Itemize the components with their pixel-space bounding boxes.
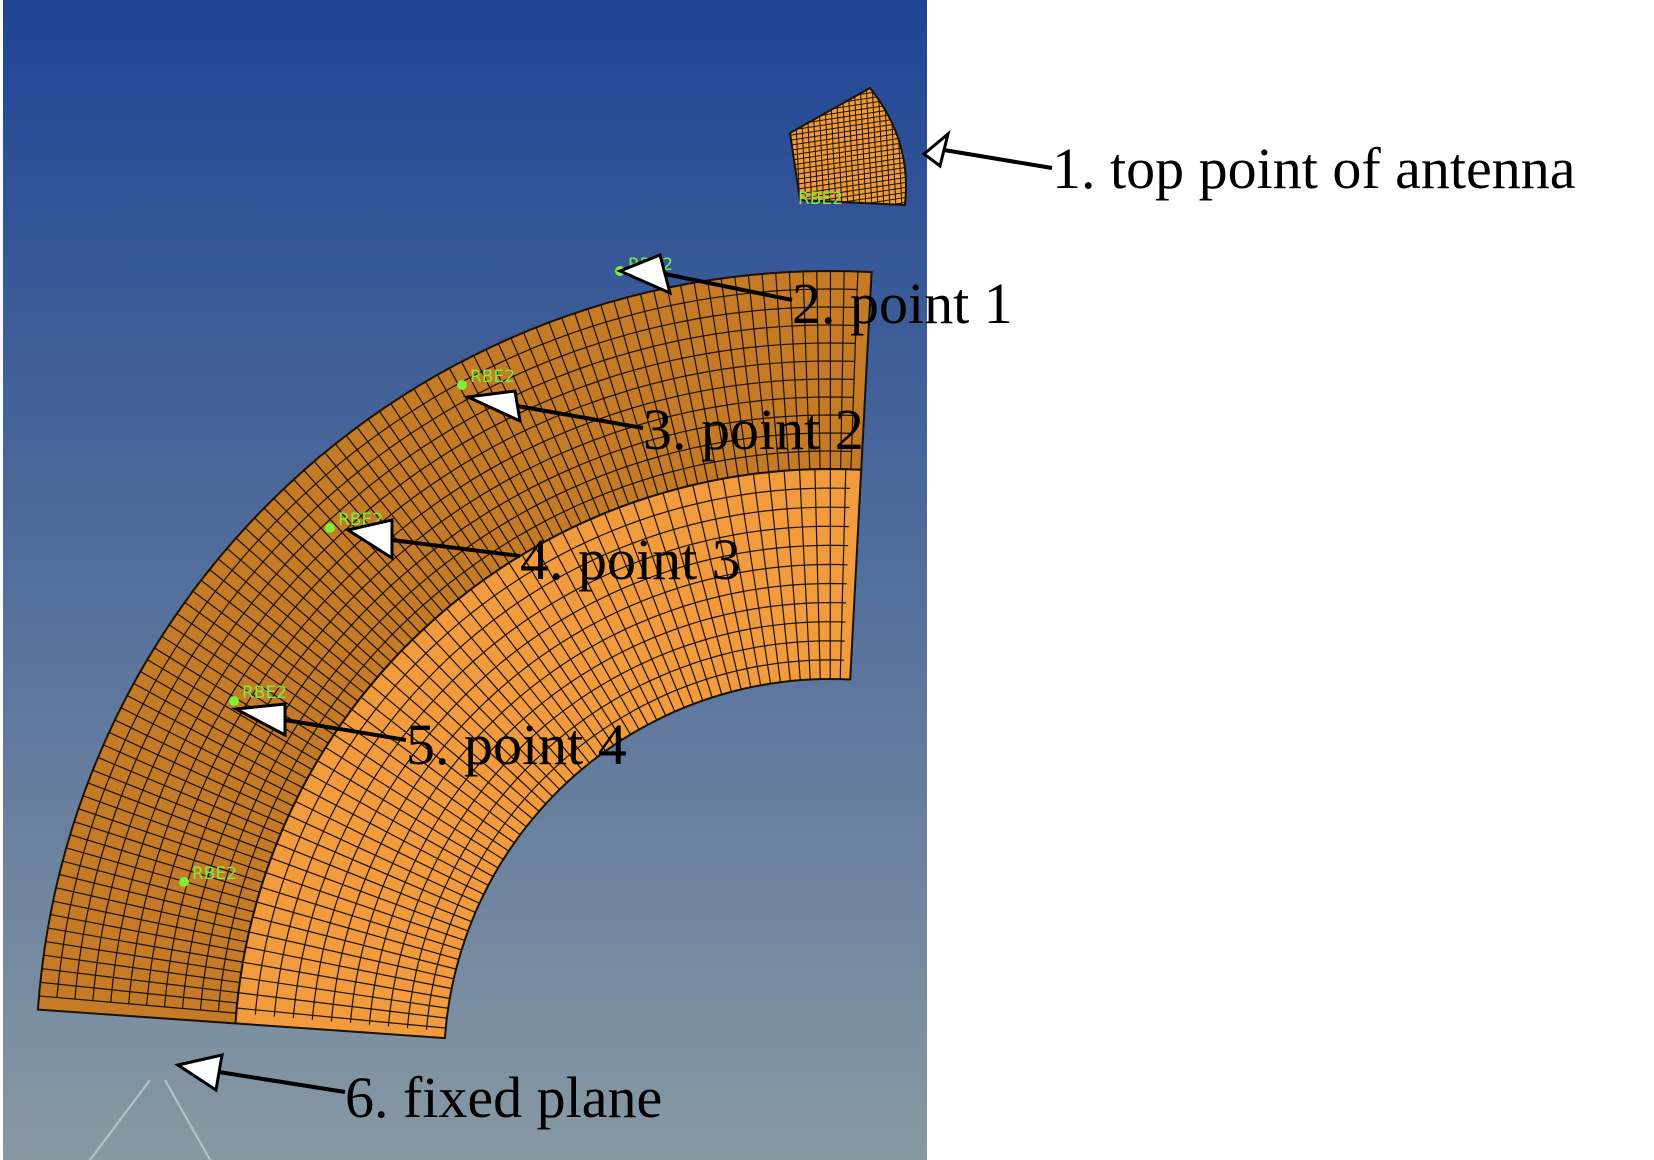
callout-6: 6. fixed plane (174, 1053, 662, 1130)
callout-2: 2. point 1 (616, 252, 1013, 336)
leader-line-1 (943, 148, 1053, 170)
callout-5: 5. point 4 (230, 702, 627, 777)
leader-line-6 (218, 1070, 346, 1094)
callout-1: 1. top point of antenna (921, 129, 1576, 201)
rbe2-marker-5: RBE2 (179, 864, 237, 887)
svg-text:RBE2: RBE2 (242, 683, 287, 703)
rbe2-marker-4: RBE2 (229, 683, 287, 706)
leader-line-3 (516, 404, 644, 430)
curved-beam-model: RBE2 RBE2 RBE2 RBE2 RBE2 (36, 86, 907, 1160)
callout-label-3: 3. point 2 (643, 397, 864, 462)
arrow-head-4 (344, 518, 394, 561)
leader-line-2 (664, 272, 793, 302)
support-lines (89, 1079, 211, 1160)
callout-label-4: 4. point 3 (520, 527, 741, 592)
rbe2-markers: RBE2 RBE2 RBE2 RBE2 RBE2 (179, 189, 843, 887)
leader-line-5 (284, 718, 407, 742)
callout-4: 4. point 3 (344, 518, 741, 592)
svg-text:RBE2: RBE2 (470, 367, 515, 387)
top-face-mesh (37, 271, 872, 1024)
svg-text:RBE2: RBE2 (192, 864, 237, 884)
leader-line-4 (391, 538, 521, 558)
rbe2-marker-antenna: RBE2 (798, 189, 843, 209)
callout-label-6: 6. fixed plane (345, 1065, 662, 1130)
rbe2-marker-2: RBE2 (457, 367, 515, 390)
front-face-mesh (235, 469, 862, 1039)
callout-annotations: 1. top point of antenna 2. point 1 3. po… (174, 129, 1576, 1130)
callout-label-1: 1. top point of antenna (1052, 136, 1576, 201)
svg-text:RBE2: RBE2 (798, 189, 843, 209)
callout-3: 3. point 2 (462, 389, 864, 462)
arrow-head-5 (230, 702, 287, 738)
callout-label-5: 5. point 4 (406, 712, 627, 777)
callout-label-2: 2. point 1 (792, 271, 1013, 336)
